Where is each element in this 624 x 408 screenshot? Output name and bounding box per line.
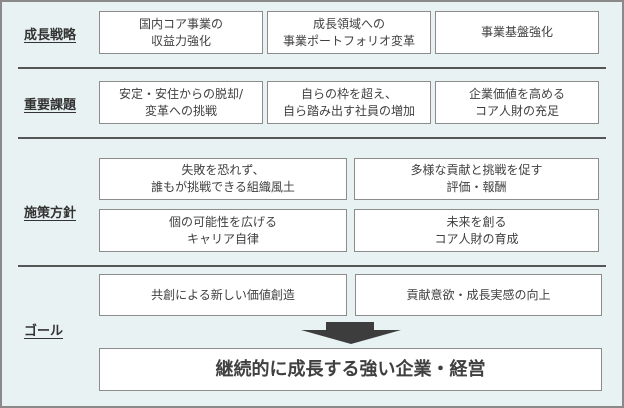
policy-box-2: 多様な貢献と挑戦を促す 評価・報酬: [354, 158, 599, 200]
goal-box-2: 貢献意欲・成長実感の向上: [355, 274, 602, 316]
down-arrow-icon: [301, 322, 401, 344]
strategy-box-3: 事業基盤強化: [435, 11, 599, 54]
divider: [18, 137, 606, 139]
label-growth-strategy: 成長戦略: [24, 28, 77, 43]
strategy-box-1: 国内コア事業の 収益力強化: [99, 11, 263, 54]
policy-box-4: 未来を創る コア人財の育成: [354, 209, 599, 252]
divider: [18, 67, 606, 69]
policy-box-1: 失敗を恐れず、 誰もが挑戦できる組織風土: [99, 158, 347, 200]
policy-box-3: 個の可能性を広げる キャリア自律: [99, 209, 347, 252]
issue-box-2: 自らの枠を超え、 自ら踏み出す社員の増加: [267, 81, 431, 124]
label-key-issues: 重要課題: [24, 98, 77, 113]
issue-box-1: 安定・安住からの脱却/ 変革への挑戦: [99, 81, 263, 124]
label-goal: ゴール: [24, 324, 64, 339]
issue-box-3: 企業価値を高める コア人財の充足: [435, 81, 599, 124]
goal-box-1: 共創による新しい価値創造: [99, 274, 347, 316]
final-goal-box: 継続的に成長する強い企業・経営: [99, 348, 602, 391]
divider: [18, 265, 606, 267]
label-policy: 施策方針: [24, 206, 77, 221]
strategy-box-2: 成長領域への 事業ポートフォリオ変革: [267, 11, 431, 54]
